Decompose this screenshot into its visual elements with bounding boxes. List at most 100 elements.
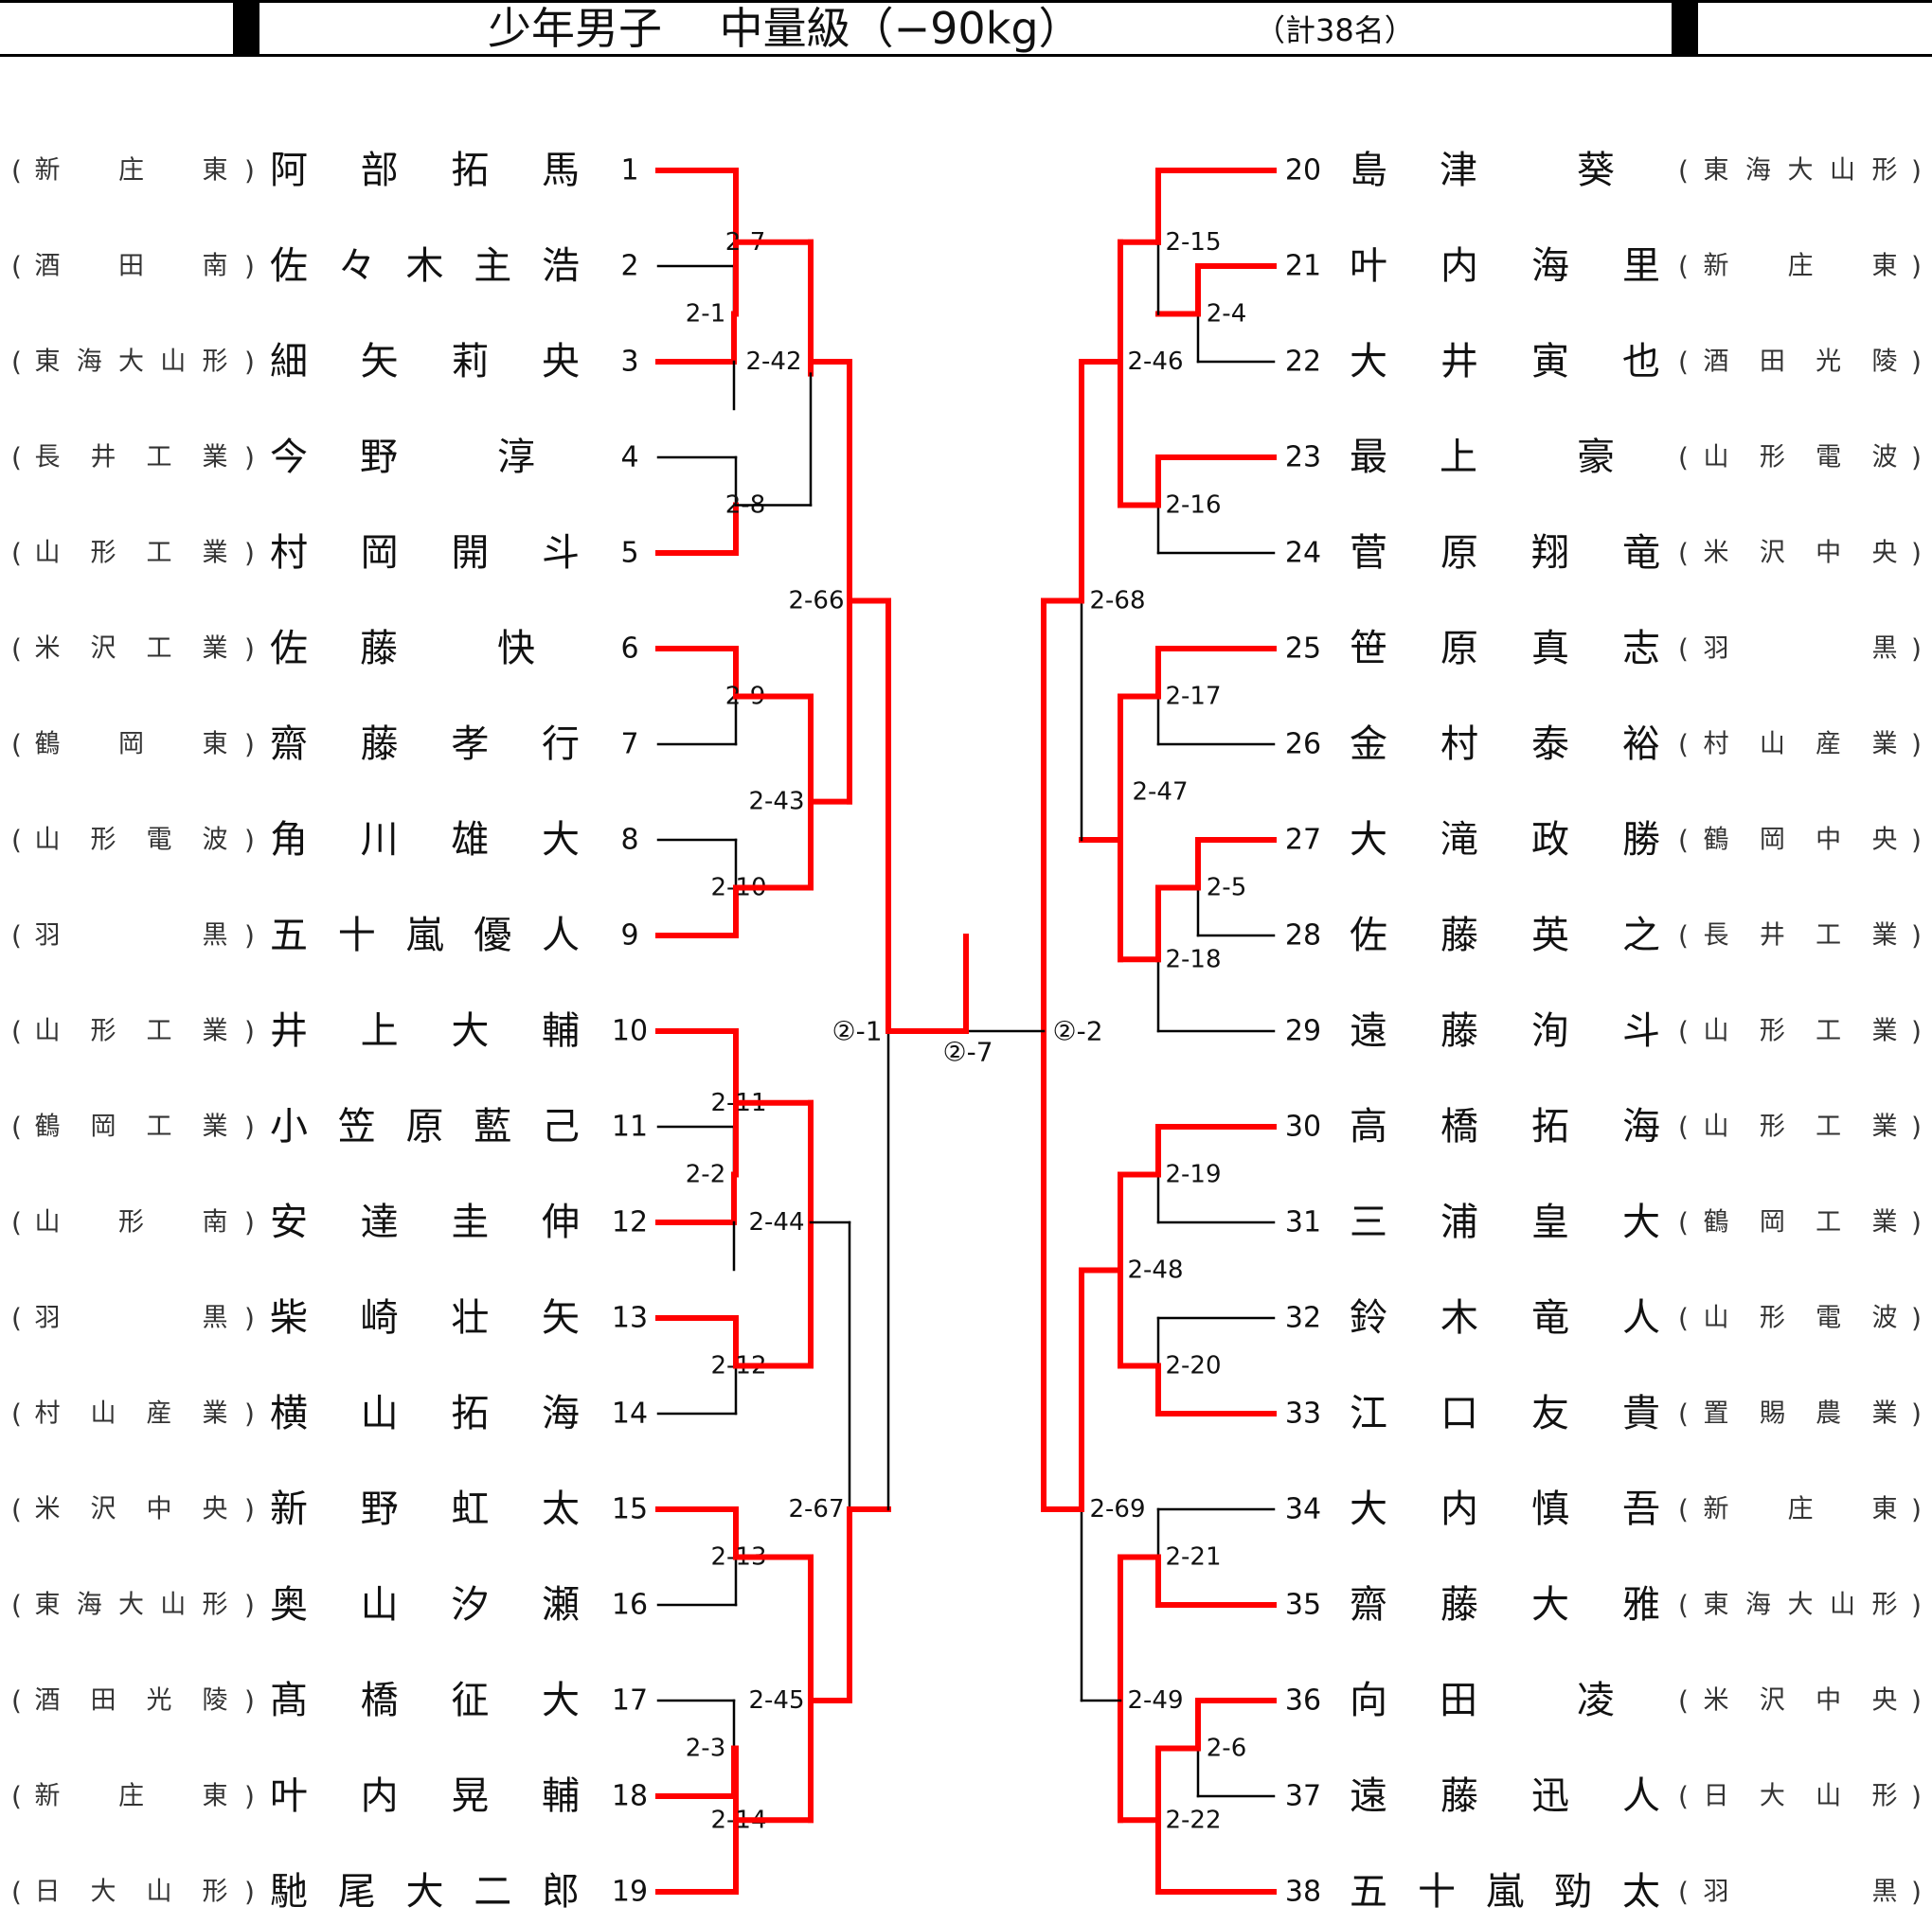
school-paren-open: (: [1678, 1112, 1689, 1143]
school-char: 新: [35, 1782, 61, 1811]
school-paren-open: (: [11, 155, 22, 187]
competitor-name-char: 己: [542, 1105, 580, 1149]
seed-number: 9: [620, 919, 638, 953]
school-paren-open: (: [11, 633, 22, 665]
school-char: 東: [1872, 252, 1898, 281]
match-label: 2-22: [1165, 1806, 1221, 1834]
school-char: 庄: [1788, 1495, 1814, 1524]
school-char: 形: [1760, 1017, 1785, 1046]
competitor-name-char: 葵: [1577, 149, 1615, 192]
match-label: 2-3: [686, 1735, 725, 1763]
seed-number: 25: [1285, 632, 1321, 666]
school-paren-close: ): [244, 1112, 255, 1143]
school-char: 大: [1760, 1782, 1785, 1811]
school-paren-open: (: [11, 538, 22, 569]
competitor-name-char: 真: [1531, 627, 1569, 670]
competitor-name-char: 志: [1622, 627, 1660, 670]
competitor-name-char: 五: [270, 914, 308, 957]
school-paren-close: ): [244, 1781, 255, 1812]
competitor-name-char: 向: [1350, 1679, 1387, 1722]
competitor-name-char: 雅: [1622, 1583, 1660, 1627]
competitor-name-char: 齋: [270, 722, 308, 766]
competitor-name-char: 輔: [542, 1774, 580, 1818]
competitor-name-char: 柴: [270, 1296, 308, 1340]
competitor-name-char: 浦: [1440, 1201, 1478, 1244]
competitor-name-char: 輔: [542, 1009, 580, 1053]
school-char: 海: [77, 1591, 102, 1620]
school-paren-open: (: [11, 1685, 22, 1717]
competitor-name-char: 孝: [451, 722, 489, 766]
seed-number: 4: [620, 441, 638, 474]
school-paren-open: (: [11, 1398, 22, 1430]
school-char: 酒: [35, 1686, 61, 1716]
seed-number: 15: [612, 1493, 648, 1526]
match-label: 2-2: [686, 1161, 725, 1189]
school-char: 形: [1760, 1304, 1785, 1333]
competitor-name-char: 菅: [1350, 531, 1387, 575]
competitor-name-char: 井: [1440, 340, 1478, 383]
school-char: 山: [35, 1208, 61, 1238]
competitor-name-char: 髙: [270, 1679, 308, 1722]
school-char: 央: [1872, 826, 1898, 855]
school-char: 山: [1816, 1782, 1841, 1811]
school-char: 業: [1872, 1399, 1898, 1429]
school-char: 形: [91, 1017, 116, 1046]
competitor-name-char: 五: [1350, 1870, 1387, 1914]
school-char: 田: [91, 1686, 116, 1716]
school-paren-close: ): [1911, 1398, 1922, 1430]
school-char: 電: [147, 826, 172, 855]
competitor-name-char: 岡: [361, 531, 399, 575]
header-right-block: [1672, 0, 1698, 57]
school-char: 業: [1872, 1017, 1898, 1046]
competitor-name-char: 阿: [270, 149, 308, 192]
school-char: 鶴: [1704, 826, 1729, 855]
school-paren-open: (: [1678, 1877, 1689, 1908]
competitor-name-char: 鈴: [1350, 1296, 1387, 1340]
competitor-name-char: 大: [1350, 818, 1387, 862]
competitor-name-char: 井: [270, 1009, 308, 1053]
school-char: 東: [203, 730, 228, 759]
competitor-name-char: 勝: [1622, 818, 1660, 862]
school-char: 黒: [203, 921, 228, 951]
match-label: 2-20: [1165, 1352, 1221, 1381]
school-paren-open: (: [1678, 538, 1689, 569]
school-char: 沢: [91, 1495, 116, 1524]
school-char: 波: [1872, 1304, 1898, 1333]
school-paren-open: (: [11, 825, 22, 856]
match-label: ②-2: [1052, 1016, 1102, 1047]
competitor-name-char: 雄: [451, 818, 489, 862]
school-paren-close: ): [1911, 920, 1922, 952]
school-char: 山: [1760, 730, 1785, 759]
competitor-name-char: 淳: [497, 436, 535, 479]
school-char: 工: [1816, 1017, 1841, 1046]
competitor-name-char: 原: [1440, 627, 1478, 670]
school-paren-close: ): [244, 1590, 255, 1621]
competitor-name-char: 汐: [451, 1583, 489, 1627]
competitor-name-char: 今: [270, 436, 308, 479]
match-label: 2-67: [788, 1495, 844, 1523]
school-paren-open: (: [1678, 442, 1689, 473]
school-char: 大: [1788, 1591, 1814, 1620]
school-char: 米: [1704, 539, 1729, 568]
competitor-name-char: 征: [451, 1679, 489, 1722]
school-char: 形: [1872, 1782, 1898, 1811]
competitor-name-char: 凌: [1577, 1679, 1615, 1722]
school-paren-open: (: [1678, 1781, 1689, 1812]
school-char: 長: [35, 443, 61, 472]
competitor-name-char: 貴: [1622, 1392, 1660, 1435]
match-label: 2-43: [748, 788, 804, 816]
competitor-name-char: 翔: [1531, 531, 1569, 575]
competitor-name-char: 佐: [270, 244, 308, 288]
competitor-name-char: 佐: [1350, 914, 1387, 957]
match-label: 2-1: [686, 300, 725, 329]
competitor-name-char: 新: [270, 1488, 308, 1531]
school-paren-close: ): [1911, 1685, 1922, 1717]
school-paren-open: (: [11, 347, 22, 378]
school-paren-close: ): [1911, 1494, 1922, 1525]
school-char: 形: [1760, 1113, 1785, 1142]
competitor-name-char: 開: [451, 531, 489, 575]
competitor-name-char: 叶: [1350, 244, 1387, 288]
school-char: 庄: [1788, 252, 1814, 281]
competitor-name-char: 英: [1531, 914, 1569, 957]
school-paren-close: ): [244, 251, 255, 282]
